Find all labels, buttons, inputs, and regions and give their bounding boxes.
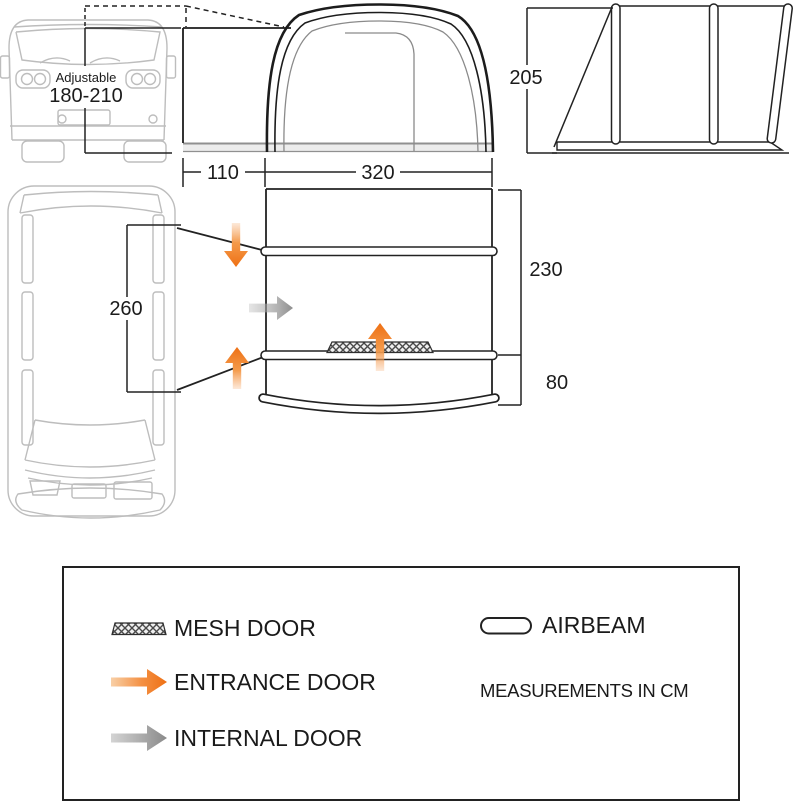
awning-width-value: 320 <box>361 162 394 184</box>
tunnel-width-value: 110 <box>207 162 239 184</box>
main-room-depth-value: 230 <box>529 259 562 281</box>
mesh-door-label: MESH DOOR <box>174 615 316 641</box>
internal-door-arrow-right <box>249 296 293 320</box>
entrance-door-arrow-down <box>224 223 248 267</box>
van-height-prefix-label: Adjustable <box>56 70 117 85</box>
van-height-value: 180-210 <box>49 85 122 107</box>
awning-floor-plan <box>176 188 500 415</box>
van-side-length-value: 260 <box>109 298 142 320</box>
awning-side-elevation <box>552 3 793 154</box>
mesh-entrance-arrow-up <box>368 323 392 371</box>
airbeam-icon <box>472 615 542 637</box>
mesh-door-icon <box>104 621 174 637</box>
van-top-view <box>7 185 176 519</box>
door-arrows <box>224 223 392 389</box>
front-canopy-depth-value: 80 <box>546 372 568 394</box>
dimension-lines <box>84 5 613 406</box>
entrance-door-label: ENTRANCE DOOR <box>174 668 376 695</box>
legend-row-entrance-door: ENTRANCE DOOR <box>104 666 376 698</box>
airbeam-label: AIRBEAM <box>542 612 646 638</box>
legend-row-airbeam: AIRBEAM <box>472 612 646 639</box>
internal-door-label: INTERNAL DOOR <box>174 724 363 751</box>
awning-height-value: 205 <box>509 67 542 89</box>
legend-row-mesh-door: MESH DOOR <box>104 615 316 642</box>
label-backgrounds <box>55 65 549 320</box>
van-rear-elevation <box>0 19 177 163</box>
measurements-note: MEASUREMENTS IN CM <box>480 680 689 701</box>
entrance-door-icon <box>104 666 174 698</box>
internal-door-icon <box>104 722 174 754</box>
legend-box: MESH DOOR ENTRANCE DOOR INTERNAL DOOR AI… <box>62 566 740 801</box>
legend-row-internal-door: INTERNAL DOOR <box>104 722 362 754</box>
entrance-door-arrow-up <box>225 347 249 389</box>
awning-front-elevation <box>182 3 495 153</box>
